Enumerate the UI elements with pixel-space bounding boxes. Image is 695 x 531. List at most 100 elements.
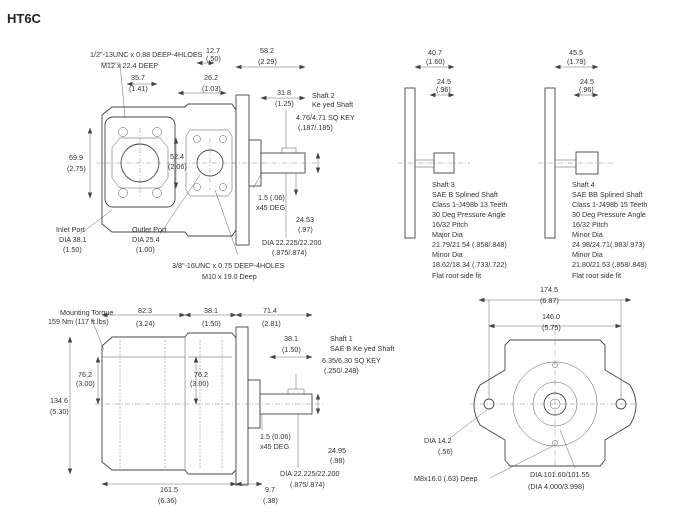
label-inlet-dia: DIA 38.1 [59,235,87,244]
side-view: Mounting Torque 159 Nm (117 ft.lbs) 82.3… [48,306,394,505]
shaft3-line-7: Minor Dia [432,250,463,259]
label-31-8: 31.8 [277,88,291,97]
label-38-1: 38.1 [204,306,218,315]
label-thread-callout-2: 3/8"-16UNC x 0.75 DEEP-4HOLES [172,261,285,270]
model-title: HT6C [7,11,41,26]
shaft3-line-3: 30 Deg Pressure Angle [432,210,506,219]
shaft3-line-2: Class 1-J498b 13 Teeth [432,200,507,209]
label-40-7-in: (1.60) [426,57,445,66]
label-38-1-in: (1.50) [202,319,221,328]
label-shaft-dia-side: DIA 22.225/22.200 [280,469,340,478]
label-134-6: 134.6 [50,396,68,405]
label-shaft2-key-in: (.187/.185) [298,123,333,132]
label-shaft-dia-top: DIA 22.225/22.200 [262,238,322,247]
label-chamfer-side: 1.5 (0.06) [260,432,291,441]
label-9-7: 9.7 [265,485,275,494]
label-inlet-port: Inlet Port [56,225,85,234]
label-35-7: 35.7 [131,73,145,82]
shaft4-line-1: SAE BB Splined Shaft [572,190,643,199]
front-flange-view: 174.5 (6.87) 146.0 (5.75) DIA 14.2 (.56)… [414,285,640,491]
label-161-5-in: (6.36) [158,496,177,505]
shaft3-view: 40.7 (1.60) 24.5 (.96) Shaft 3 SAE B Spl… [398,48,507,280]
label-shaft3-24-5-in: (.96) [436,85,451,94]
label-shaft2-title: Shaft 2 [312,91,335,100]
label-26-2-in: (1.03) [202,84,221,93]
label-69-9-in: (2.75) [67,164,86,173]
label-shaft-dia-top-in: (.875/.874) [272,248,307,257]
label-shaft2-key: 4.76/4.71 SQ KEY [296,113,355,122]
label-52-4: 52.4 [170,152,184,161]
label-shaft1-type: SAE B Ke yed Shaft [330,344,394,353]
label-82-3-in: (3.24) [136,319,155,328]
label-24-53-in: (.97) [298,225,313,234]
shaft4-line-0: Shaft 4 [572,180,595,189]
label-174-5-in: (6.87) [540,296,559,305]
label-58-2: 58.2 [260,46,274,55]
label-shaft4-24-5-in: (.96) [579,85,594,94]
label-76-2a-in: (3.00) [76,379,95,388]
label-76-2b-in: (3.00) [190,379,209,388]
label-35-7-in: (1.41) [129,84,148,93]
shaft3-line-9: Flat root side fit [432,271,481,280]
label-chamfer-side-deg: x45 DEG [260,442,290,451]
label-146-0: 146.0 [542,312,560,321]
top-port-view: 1/2"-13UNC x 0.88 DEEP-4HLOES M12 x 22.4… [56,46,355,281]
label-134-6-in: (5.30) [50,407,69,416]
shaft4-line-7: Minor Dia [572,250,603,259]
label-38-1b: 38.1 [284,334,298,343]
shaft3-line-0: Shaft 3 [432,180,455,189]
label-161-5: 161.5 [160,485,178,494]
label-31-8-in: (1.25) [275,99,294,108]
label-24-53: 24.53 [296,215,314,224]
label-shaft2-type: Ke yed Shaft [312,100,353,109]
label-40-7: 40.7 [428,48,442,57]
label-174-5: 174.5 [540,285,558,294]
label-76-2b: 76.2 [194,370,208,379]
shaft4-line-4: 16/32 Pitch [572,220,608,229]
mount-flange-top [235,94,250,246]
label-69-9: 69.9 [69,153,83,162]
label-thread-callout-1-metric: M12 x 22.4 DEEP [101,61,158,70]
label-shaft4-24-5: 24.5 [580,77,594,86]
label-m8-thread: M8x16.0 (.63) Deep [414,474,478,483]
shaft3-line-6: 21.79/21.54 (.858/.848) [432,240,507,249]
shaft4-line-9: Flat root side fit [572,271,621,280]
label-mounting-torque-val: 159 Nm (117 ft.lbs) [48,317,109,326]
label-shaft1-key: 6.35/6.30 SQ KEY [322,356,381,365]
label-dia-14-2-in: (.56) [438,447,453,456]
shaft3-line-5: Major Dia [432,230,463,239]
label-24-95: 24.95 [328,446,346,455]
label-mounting-torque: Mounting Torque [60,308,113,317]
label-thread-callout-1: 1/2"-13UNC x 0.88 DEEP-4HLOES [90,50,203,59]
label-9-7-in: (.38) [263,496,278,505]
mount-flange-side [235,326,249,486]
shaft4-line-2: Class 1-J498b 15 Teeth [572,200,647,209]
shaft3-line-1: SAE B Splined Shaft [432,190,498,199]
label-outlet-dia: DIA 25.4 [132,235,160,244]
label-thread-callout-2-metric: M10 x 19.0 Deep [202,272,257,281]
label-outlet-port: Outlet Port [132,225,166,234]
label-chamfer-top-deg: x45 DEG [256,203,286,212]
label-shaft1-key-in: (.250/.248) [324,366,359,375]
label-76-2a: 76.2 [78,370,92,379]
shaft3-line-8: 18.62/18.34 (.733/.722) [432,260,507,269]
label-chamfer-top: 1.5 (.06) [258,193,285,202]
label-shaft1-title: Shaft 1 [330,334,353,343]
shaft4-line-8: 21.80/21.53 (.858/.848) [572,260,647,269]
label-12-7: 12.7 [206,46,220,55]
label-38-1b-in: (1.50) [282,345,301,354]
shaft3-line-4: 16/32 Pitch [432,220,468,229]
label-45-5: 45.5 [569,48,583,57]
label-dia-14-2: DIA 14.2 [424,436,452,445]
label-12-7-in: (.50) [206,54,221,63]
label-82-3: 82.3 [138,306,152,315]
label-24-95-in: (.98) [330,456,345,465]
label-146-0-in: (5.75) [542,323,561,332]
shaft4-line-3: 30 Deg Pressure Angle [572,210,646,219]
spline-shaft3 [433,152,455,174]
shaft4-line-5: Minor Dia [572,230,603,239]
label-inlet-dia-in: (1.50) [63,245,82,254]
label-pilot-dia-in: (DIA 4.000/3.998) [528,482,584,491]
label-pilot-dia: DIA 101.60/101.55 [530,470,590,479]
